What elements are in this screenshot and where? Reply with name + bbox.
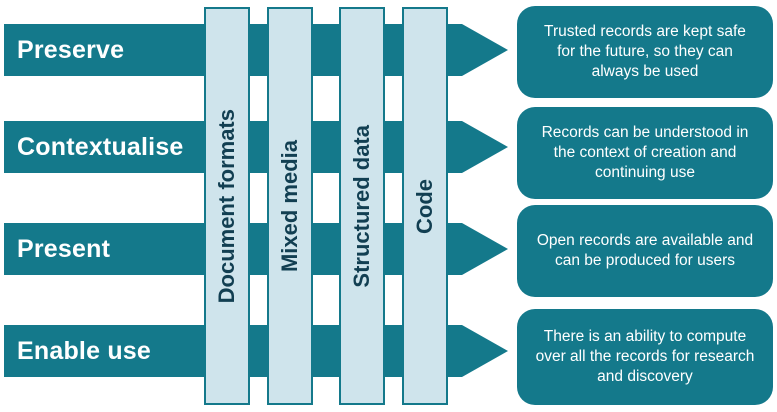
callout-preserve-text: Trusted records are kept safe for the fu… [544,22,746,81]
callout-present-text: Open records are available and can be pr… [536,231,754,269]
arrow-preserve-label: Preserve [17,35,125,64]
callout-contextualise: Records can be understood in the context… [517,107,773,199]
bar-structured-data-label: Structured data [349,124,374,288]
bar-mixed-media-label: Mixed media [277,139,302,273]
bar-mixed-media: Mixed media [267,7,313,405]
arrow-present-label: Present [17,234,111,263]
callout-present: Open records are available and can be pr… [517,205,773,297]
callout-enable-use-text: There is an ability to compute over all … [535,327,755,386]
bar-document-formats-label: Document formats [214,108,239,304]
bar-structured-data: Structured data [339,7,385,405]
callout-preserve: Trusted records are kept safe for the fu… [517,6,773,98]
arrow-contextualise-label: Contextualise [17,132,184,161]
callout-enable-use: There is an ability to compute over all … [517,309,773,405]
bar-code-label: Code [412,178,437,234]
bar-code: Code [402,7,448,405]
bar-document-formats: Document formats [204,7,250,405]
arrow-enable-use-label: Enable use [17,336,151,365]
callout-contextualise-text: Records can be understood in the context… [541,123,749,182]
